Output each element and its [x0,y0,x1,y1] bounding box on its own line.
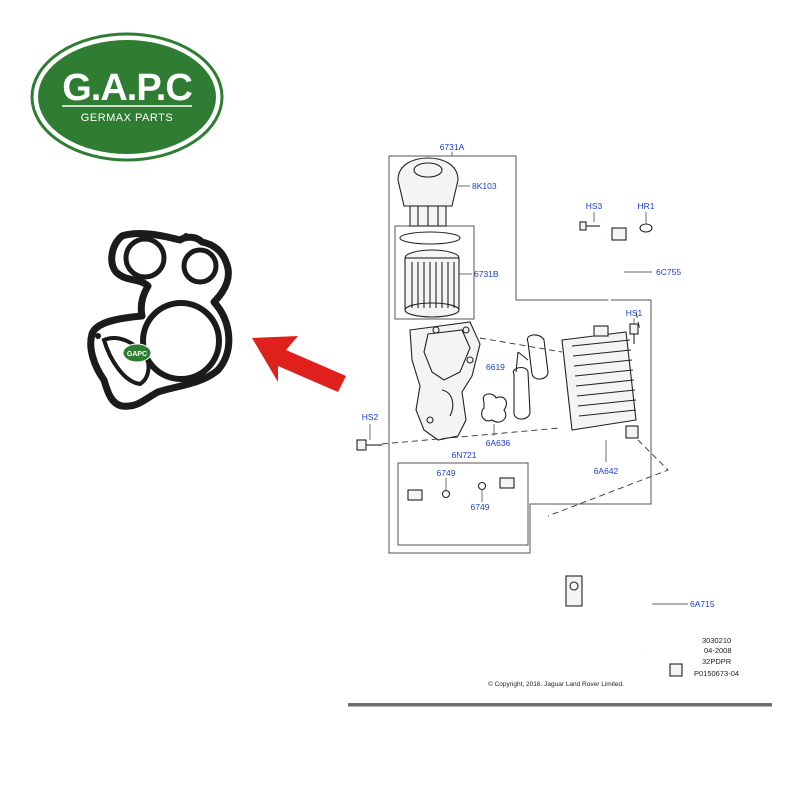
o-ring [399,231,461,245]
part-label: 6A642 [594,466,619,476]
seal [512,366,531,420]
bolt-hs1 [629,323,639,344]
red-arrow-icon [252,336,346,392]
footer-rule [348,703,772,707]
logo-brand-name: GERMAX PARTS [81,112,173,124]
part-label: 6731B [474,269,499,279]
assembly-line [635,311,641,331]
assembly-line [547,439,669,517]
bolt-hs2 [356,439,382,451]
gasket-small [481,393,507,423]
assembly-box [388,155,652,554]
logo: G.A.P.C GERMAX PARTS [30,32,224,162]
reference-code: 04-2008 [704,646,732,655]
part-label: 6A636 [486,438,511,448]
part-label: HS1 [626,308,643,318]
gasket-photo: GAPC [87,230,233,410]
bolt-hs3 [579,221,600,231]
filter-housing [409,321,481,441]
part-label: HS3 [586,201,603,211]
seal [526,334,549,380]
logo-mark: G.A.P.C [62,67,192,109]
part-label: 6749 [471,502,490,512]
pipe-kit [407,477,515,524]
leader-line [515,351,529,373]
part-label: 6619 [486,362,505,372]
part-label: HR1 [637,201,654,211]
logo-ellipse [38,40,216,154]
part-label: HS2 [362,412,379,422]
part-label: 6N721 [451,450,476,460]
pipe-6a715 [549,529,683,677]
copyright-text: © Copyright, 2016. Jaguar Land Rover Lim… [488,680,624,688]
gasket-upper-right-ring [181,247,219,285]
filter-element [404,249,460,318]
pipe-6c755 [605,227,627,305]
gasket-main-ring [140,300,222,382]
gasket-lower-loop [101,336,151,387]
gasket-outline [87,230,233,410]
gasket-bolt-hole [183,233,189,239]
gasket-bolt-hole [95,333,101,339]
part-label: 8K103 [472,181,497,191]
assembly-line [381,427,561,445]
pipe-kit-box [397,462,529,546]
gasket-upper-left-ring [123,236,167,280]
reference-code: 3030210 [702,636,731,645]
parts-diagram: 6731A 8K103 6731B HS3 HR1 6C755 HS1 6619… [348,142,772,707]
filter-cap [397,157,459,227]
part-label: 6A715 [690,599,715,609]
clip-hr1 [639,223,653,233]
part-label: 6749 [437,468,456,478]
oil-cooler [561,325,639,439]
part-label: 6C755 [656,267,681,277]
assembly-line [479,337,563,353]
reference-code: P0150673-04 [694,669,739,678]
part-label: 6731A [440,142,465,152]
gasket-badge-mark: GAPC [127,351,147,358]
gasket-badge [122,343,152,363]
reference-code: 32PDPR [702,657,732,666]
